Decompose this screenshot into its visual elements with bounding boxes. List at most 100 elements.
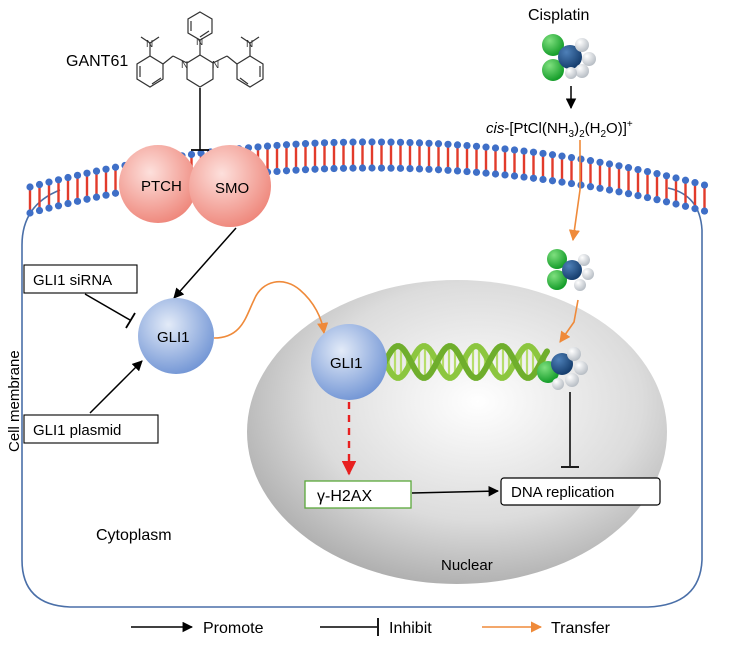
gant61-n-ring-left: N — [181, 60, 188, 71]
lipid-head — [596, 158, 604, 166]
lipid-head — [624, 164, 633, 172]
lipid-head — [292, 140, 300, 148]
cisplatin-transfer-arrow-2 — [559, 299, 579, 343]
lipid-head — [510, 146, 519, 154]
h2ax-box — [304, 480, 412, 509]
lipid-head — [83, 195, 91, 203]
sirna-inhibit-line — [84, 293, 131, 321]
lipid-head — [681, 176, 690, 184]
lipid-head — [387, 164, 395, 172]
nuclear-label: Nuclear — [441, 557, 493, 574]
ptch-receptor — [119, 145, 197, 223]
lipid-head — [54, 202, 63, 210]
lipid-head — [311, 165, 319, 173]
lipid-head — [615, 188, 623, 196]
lipid-head — [501, 145, 509, 153]
cisplatin-label: Cisplatin — [528, 7, 589, 24]
lipid-head — [368, 138, 376, 146]
lipid-head — [425, 165, 433, 173]
lipid-head — [681, 202, 690, 210]
lipid-head — [320, 139, 329, 147]
lipid-head — [605, 186, 614, 194]
dna-backbone-strand — [382, 343, 550, 381]
lipid-head — [64, 199, 72, 208]
gant61-n-right: N — [246, 39, 253, 50]
smo-to-gli1-arrow — [173, 227, 237, 299]
lipid-head — [254, 143, 262, 151]
lipid-head — [463, 141, 471, 150]
lipid-head — [330, 164, 338, 173]
lipid-head — [425, 139, 433, 147]
gli1-sirna-label: GLI1 siRNA — [33, 272, 112, 289]
gant61-n-ring-right: N — [212, 60, 219, 71]
lipid-head — [26, 209, 34, 217]
lipid-head — [45, 178, 53, 186]
aquated-transfer-arrow-1 — [568, 140, 581, 242]
lipid-head — [539, 175, 547, 184]
lipid-head — [700, 181, 709, 189]
lipid-head — [444, 140, 452, 148]
lipid-head — [320, 165, 329, 173]
lipid-head — [415, 165, 424, 173]
lipid-head — [339, 164, 348, 172]
lipid-head — [634, 165, 642, 174]
lipid-head — [73, 171, 82, 179]
legend-promote-label: Promote — [203, 620, 264, 637]
lipid-head — [368, 164, 376, 172]
lipid-head — [54, 176, 63, 184]
lipid-head — [73, 197, 82, 205]
h2ax-label: γ-H2AX — [317, 488, 372, 505]
lipid-head — [482, 143, 490, 151]
lipid-head — [434, 140, 443, 148]
gli1-sirna-box — [23, 264, 138, 294]
lipid-head — [444, 166, 452, 174]
lipid-head — [624, 190, 633, 198]
legend-transfer-label: Transfer — [551, 620, 611, 637]
lipid-head — [64, 173, 72, 182]
cell-outline — [21, 187, 703, 608]
lipid-head — [358, 138, 367, 146]
dna-replication-label: DNA replication — [511, 484, 614, 501]
lipid-head — [453, 141, 462, 149]
lipid-head — [653, 196, 661, 204]
lipid-head — [282, 141, 291, 149]
lipid-head — [301, 140, 310, 148]
lipid-head — [453, 167, 462, 175]
lipid-head — [491, 144, 500, 152]
lipid-head — [111, 189, 120, 197]
lipid-head — [634, 191, 642, 200]
lipid-head — [187, 150, 196, 159]
gant61-structure — [136, 11, 264, 88]
lipid-head — [529, 148, 538, 156]
cell-membrane-bilayer — [26, 138, 709, 217]
cytoplasm-label: Cytoplasm — [96, 527, 172, 544]
lipid-head — [596, 184, 604, 192]
lipid-head — [406, 138, 414, 147]
lipid-head — [567, 153, 576, 162]
lipid-head — [102, 191, 110, 199]
lipid-head — [463, 167, 471, 176]
lipid-head — [558, 152, 566, 160]
lipid-head — [273, 141, 281, 150]
lipid-head — [653, 170, 661, 178]
lipid-head — [586, 183, 595, 191]
lipid-head — [472, 168, 481, 176]
aquated-cisplatin-formula: cis-[PtCl(NH3)2(H2O)]+ — [486, 119, 633, 140]
lipid-head — [558, 178, 566, 186]
lipid-head — [377, 164, 386, 172]
lipid-head — [330, 138, 338, 147]
lipid-head — [273, 167, 281, 176]
lipid-head — [311, 139, 319, 147]
gli1-transfer-arrow — [213, 281, 329, 339]
legend-inhibit-label: Inhibit — [389, 620, 432, 637]
lipid-head — [26, 183, 34, 191]
lipid-head — [520, 173, 528, 181]
lipid-head — [92, 193, 101, 201]
lipid-head — [672, 174, 680, 182]
lipid-head — [577, 181, 585, 189]
lipid-head — [387, 138, 395, 146]
lipid-head — [301, 166, 310, 174]
sirna-inhibit-bar — [125, 312, 136, 329]
gli1-cytoplasm-node — [138, 298, 214, 374]
